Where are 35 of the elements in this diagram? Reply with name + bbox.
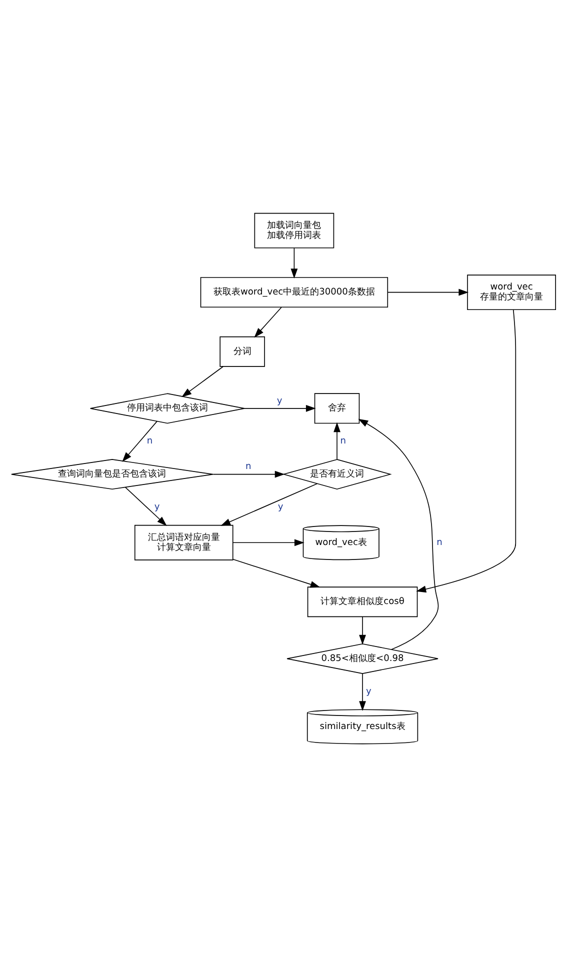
edge-label: y — [154, 502, 160, 513]
node-box: 舍弃 — [314, 393, 360, 424]
node-box: 加载词向量包 加载停用词表 — [254, 212, 334, 248]
node-diamond: 0.85<相似度<0.98 — [286, 643, 438, 674]
arrow — [232, 558, 320, 588]
arrow — [387, 288, 469, 296]
arrow — [124, 486, 167, 526]
edge-label: y — [276, 396, 282, 406]
edge-label: n — [146, 436, 153, 447]
node-diamond: 查询词向量包是否包含该词 — [11, 459, 214, 490]
arrow — [122, 420, 158, 462]
arrow — [359, 616, 366, 645]
edge-label: y — [278, 502, 284, 513]
edge-label: y — [366, 686, 372, 697]
node-box: 汇总词语对应向量 计算文章向量 — [134, 524, 234, 560]
arrow — [212, 470, 285, 478]
edge-label: n — [246, 462, 252, 472]
arrow — [290, 248, 298, 279]
arrow — [244, 404, 316, 412]
edge-label: n — [340, 436, 346, 447]
arrow — [182, 366, 224, 398]
node-box: 获取表word_vec中最近的30000条数据 — [200, 277, 388, 308]
node-box: 分词 — [220, 336, 265, 367]
node-box: 计算文章相似度cosθ — [307, 586, 418, 618]
edge-label: n — [436, 538, 442, 548]
arrow — [359, 673, 366, 711]
arrow — [232, 539, 304, 546]
arrow — [334, 422, 340, 460]
arrow — [358, 418, 439, 650]
node-diamond: 是否有近义词 — [282, 459, 392, 490]
arrow — [254, 306, 282, 338]
node-diamond: 停用词表中包含该词 — [90, 393, 245, 424]
arrow — [416, 309, 516, 593]
node-box: word_vec 存量的文章向量 — [467, 274, 556, 310]
arrow — [220, 483, 318, 526]
